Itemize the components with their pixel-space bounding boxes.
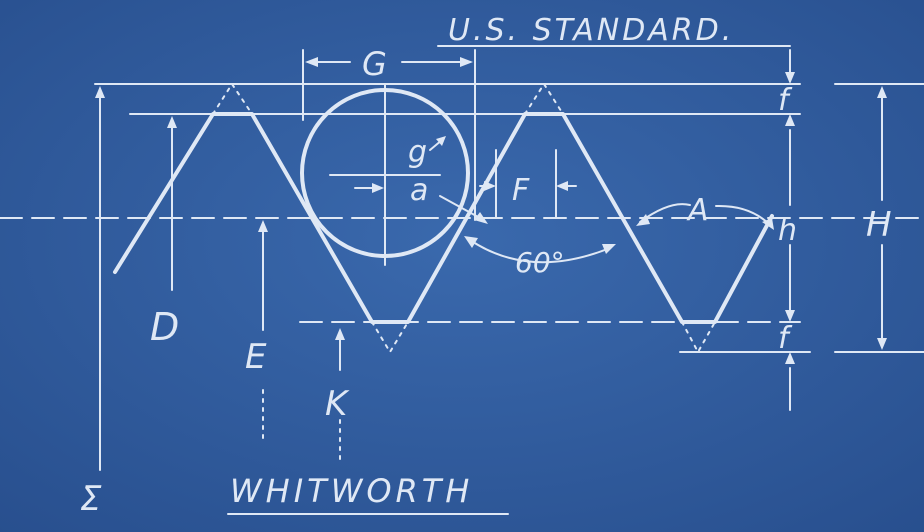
label-g: g [408,135,427,170]
label-F: F [512,173,530,208]
label-H: H [866,205,892,245]
label-D: D [150,305,179,349]
label-sigma: Σ [80,479,102,519]
us-standard-title: U.S. STANDARD. [448,13,734,48]
label-A: A [686,193,709,228]
label-E: E [245,337,267,377]
label-G: G [362,45,387,83]
label-K: K [325,384,350,424]
label-angle: 60° [515,246,565,279]
label-a: a [410,173,428,208]
label-h: h [778,213,797,248]
whitworth-title: WHITWORTH [230,472,473,510]
